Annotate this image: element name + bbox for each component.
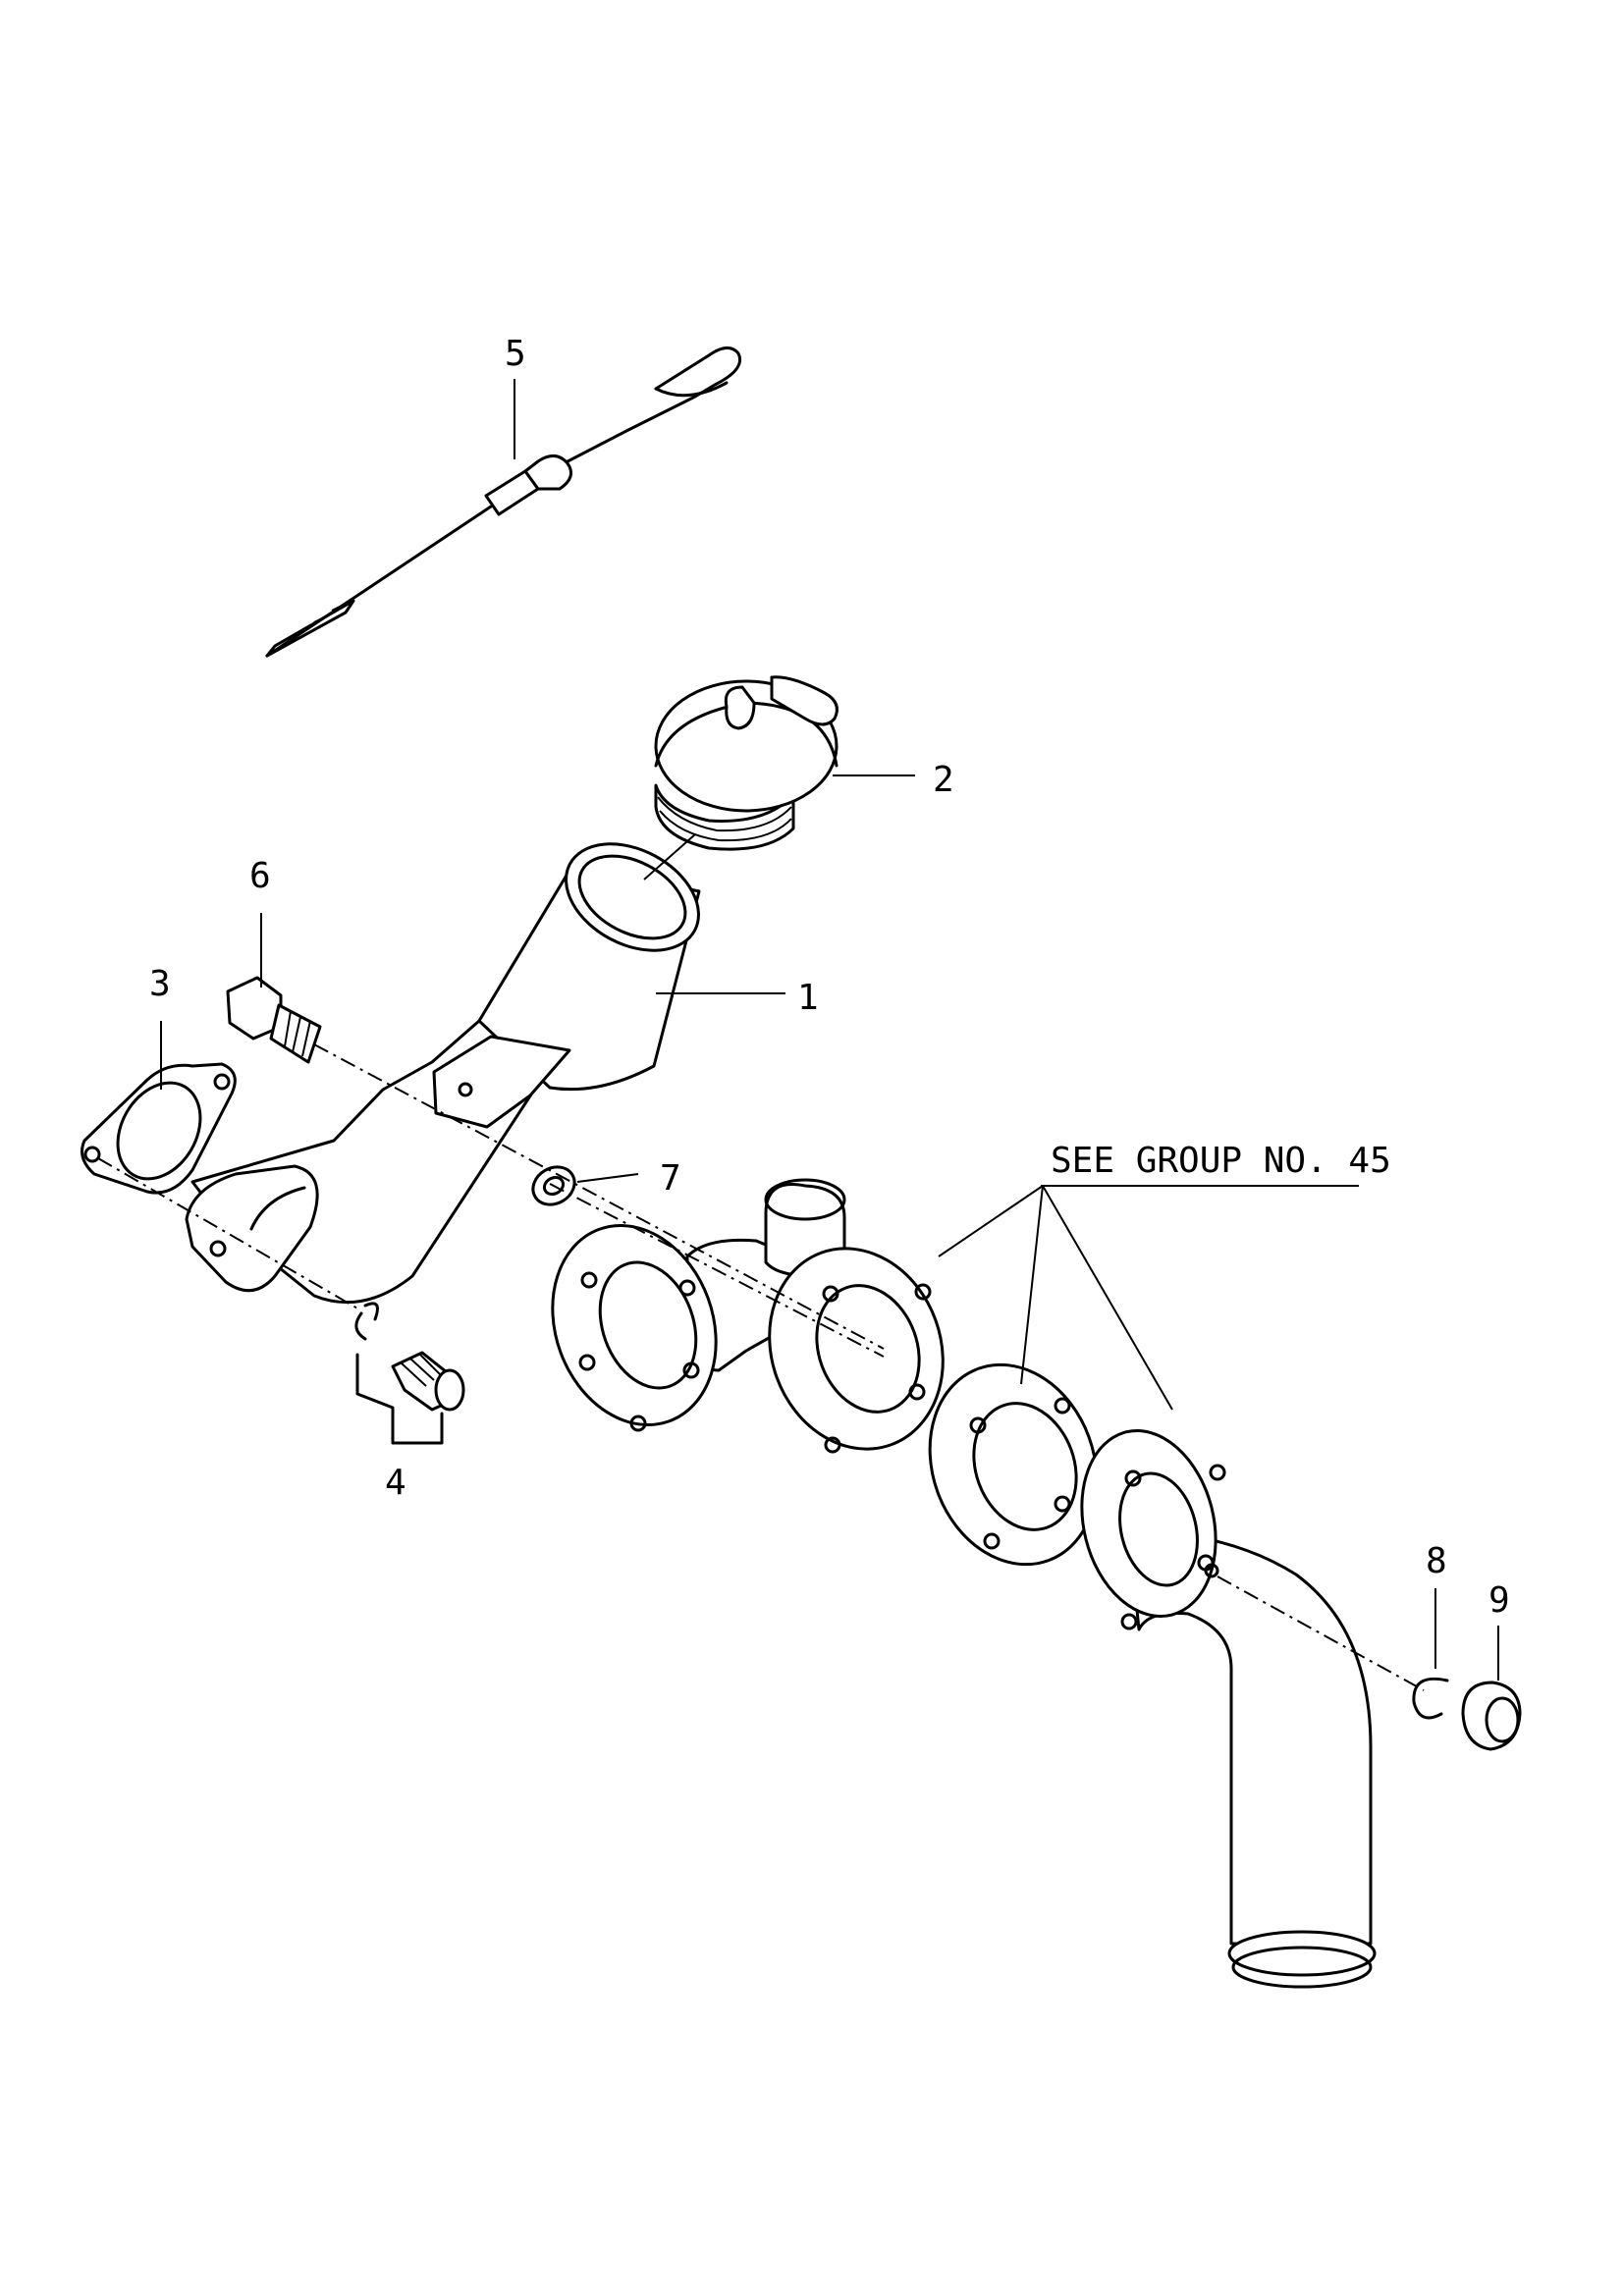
nut-part-9 [1461, 1681, 1522, 1751]
dipstick-part-5 [265, 347, 741, 658]
callout-3: 3 [149, 964, 171, 1004]
callout-5: 5 [505, 334, 526, 374]
flange-gasket [928, 1362, 1099, 1567]
tee-housing [551, 1178, 945, 1454]
leader-lines [160, 379, 1499, 1681]
gasket-part-3 [81, 1062, 237, 1195]
snap-ring-part-8 [1412, 1677, 1449, 1720]
filler-tube-part-1 [185, 842, 701, 1305]
callout-9: 9 [1488, 1580, 1510, 1621]
callout-1: 1 [797, 978, 819, 1018]
callout-8: 8 [1426, 1541, 1447, 1581]
assembly-lines [97, 833, 1425, 1691]
elbow-pipe [1080, 1428, 1377, 1989]
callout-7: 7 [660, 1158, 681, 1199]
bolt-part-6 [226, 976, 322, 1064]
callout-6: 6 [249, 856, 271, 896]
bolt-set-part-4 [354, 1302, 465, 1445]
filler-cap-part-2 [654, 675, 839, 851]
callout-2: 2 [933, 760, 954, 800]
callout-4: 4 [385, 1463, 406, 1503]
reference-note: SEE GROUP NO. 45 [1051, 1141, 1391, 1181]
